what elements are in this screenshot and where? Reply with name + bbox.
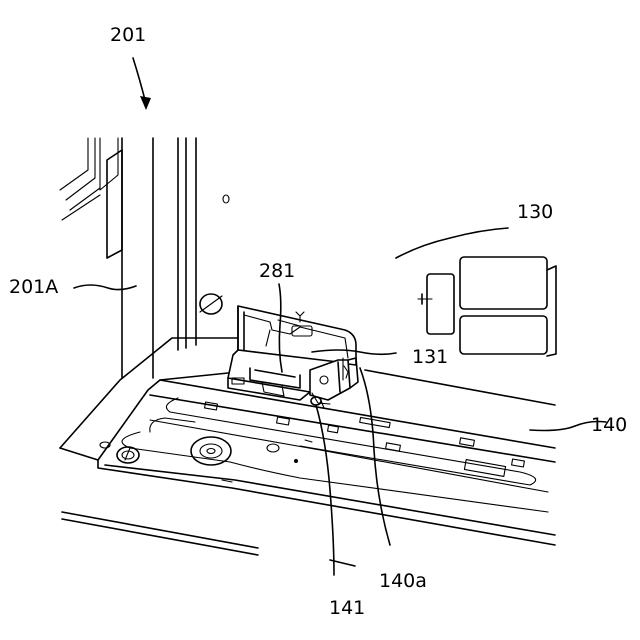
reference-labels: 201 201A 281 130 131 140 140a 141 [9, 24, 627, 619]
label-141: 141 [329, 597, 365, 619]
label-panel-130 [418, 257, 556, 356]
label-140a: 140a [379, 570, 427, 592]
label-281: 281 [259, 260, 295, 282]
label-131: 131 [412, 346, 448, 368]
label-140: 140 [591, 414, 627, 436]
frame-201A [60, 138, 196, 378]
label-130: 130 [517, 201, 553, 223]
bracket-131 [228, 306, 358, 408]
arrow-icon [140, 96, 151, 110]
back-wall [200, 195, 229, 314]
label-201: 201 [110, 24, 146, 46]
label-201A: 201A [9, 276, 58, 298]
